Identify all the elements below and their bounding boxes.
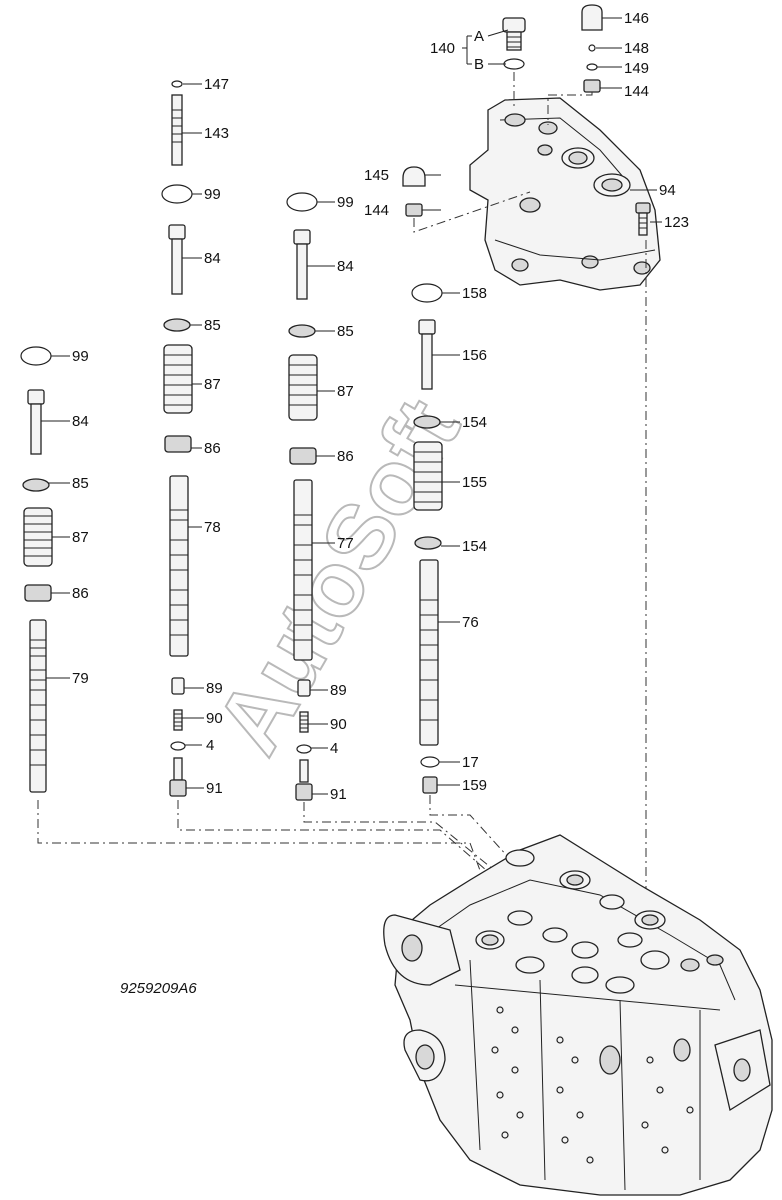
label-89-col3: 89 <box>330 682 347 699</box>
label-159: 159 <box>462 777 487 794</box>
label-144-left: 144 <box>364 202 389 219</box>
label-86-col1: 86 <box>72 585 89 602</box>
label-94: 94 <box>659 182 676 199</box>
label-155: 155 <box>462 474 487 491</box>
label-91-col3: 91 <box>330 786 347 803</box>
label-4-col2: 4 <box>206 737 214 754</box>
label-144-top: 144 <box>624 83 649 100</box>
label-89-col2: 89 <box>206 680 223 697</box>
cover-94 <box>469 97 661 291</box>
label-149: 149 <box>624 60 649 77</box>
label-85-col2: 85 <box>204 317 221 334</box>
spool-77 <box>293 479 313 661</box>
label-76: 76 <box>462 614 479 631</box>
label-87-col1: 87 <box>72 529 89 546</box>
part-labels: 146 140 A B 148 149 144 147 143 99 99 14… <box>72 10 689 803</box>
spool-column-1 <box>20 346 53 793</box>
label-B: B <box>474 56 484 73</box>
label-156: 156 <box>462 347 487 364</box>
label-17: 17 <box>462 754 479 771</box>
label-99-col2: 99 <box>204 186 221 203</box>
label-87-col3: 87 <box>337 383 354 400</box>
label-77: 77 <box>337 535 354 552</box>
label-90-col3: 90 <box>330 716 347 733</box>
label-84-col3: 84 <box>337 258 354 275</box>
cap-145 <box>402 166 426 217</box>
label-146: 146 <box>624 10 649 27</box>
label-154-upper: 154 <box>462 414 487 431</box>
label-86-col2: 86 <box>204 440 221 457</box>
spool-column-4 <box>411 283 443 794</box>
label-145: 145 <box>364 167 389 184</box>
label-84-col1: 84 <box>72 413 89 430</box>
spool-76 <box>419 559 439 746</box>
label-154-lower: 154 <box>462 538 487 555</box>
label-143: 143 <box>204 125 229 142</box>
label-140: 140 <box>430 40 455 57</box>
label-148: 148 <box>624 40 649 57</box>
leader-lines <box>41 17 662 795</box>
spool-78 <box>169 475 189 657</box>
label-84-col2: 84 <box>204 250 221 267</box>
spring-155 <box>413 441 443 511</box>
label-4-col3: 4 <box>330 740 338 757</box>
label-99-col1: 99 <box>72 348 89 365</box>
label-87-col2: 87 <box>204 376 221 393</box>
spool-column-3 <box>286 192 318 801</box>
plug-140 <box>502 17 526 70</box>
spring-87-col2 <box>163 344 193 414</box>
valve-body <box>383 834 773 1196</box>
drawing-number: 9259209A6 <box>120 980 197 997</box>
label-85-col3: 85 <box>337 323 354 340</box>
label-91-col2: 91 <box>206 780 223 797</box>
spool-79 <box>29 619 47 793</box>
label-158: 158 <box>462 285 487 302</box>
spring-87-col3 <box>288 354 318 421</box>
label-85-col1: 85 <box>72 475 89 492</box>
label-147: 147 <box>204 76 229 93</box>
spool-column-2 <box>161 80 193 797</box>
label-123: 123 <box>664 214 689 231</box>
label-86-col3: 86 <box>337 448 354 465</box>
label-99-col3: 99 <box>337 194 354 211</box>
label-90-col2: 90 <box>206 710 223 727</box>
spring-87-col1 <box>23 507 53 567</box>
label-A: A <box>474 28 484 45</box>
label-79: 79 <box>72 670 89 687</box>
bolt-123 <box>635 202 651 236</box>
label-78: 78 <box>204 519 221 536</box>
